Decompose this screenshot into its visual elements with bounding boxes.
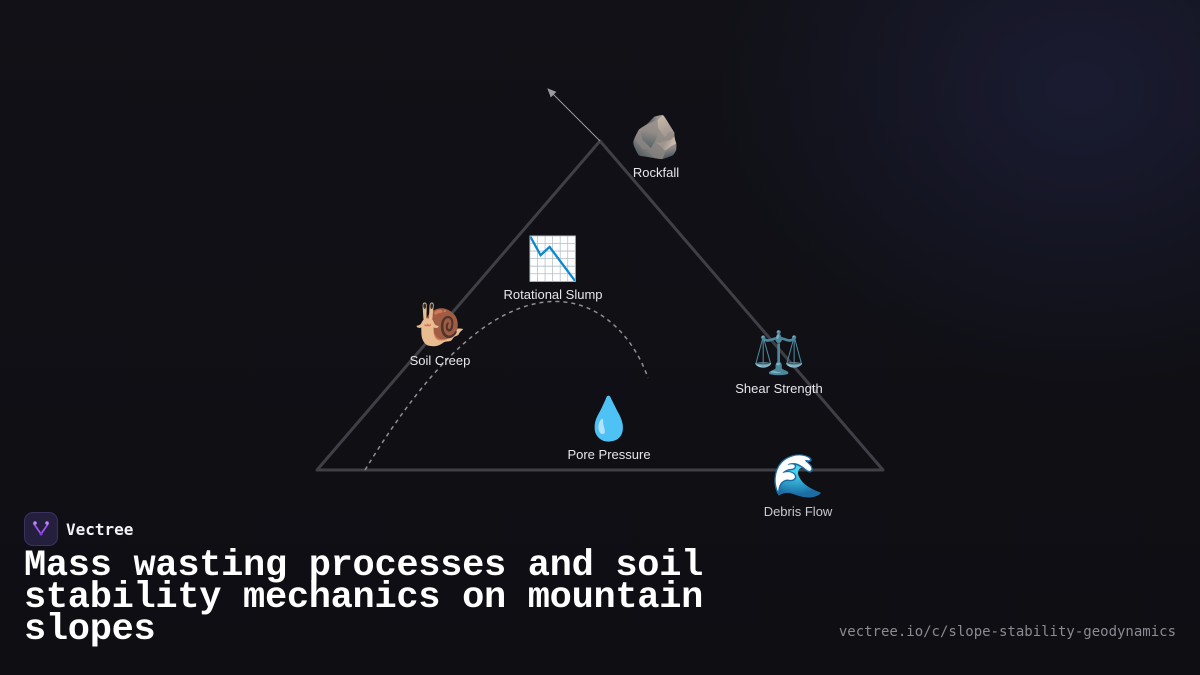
wave-icon: 🌊: [771, 452, 825, 499]
source-url[interactable]: vectree.io/c/slope-stability-geodynamics: [838, 624, 1176, 640]
node-label: Pore Pressure: [567, 447, 651, 462]
brand-name: Vectree: [66, 519, 134, 539]
node-label: Debris Flow: [763, 504, 833, 519]
chart-decreasing-icon: 📉: [526, 235, 580, 282]
node-label: Rockfall: [632, 165, 680, 180]
node-debris-flow: 🌊 Debris Flow: [718, 452, 878, 519]
balance-scale-icon: ⚖️: [752, 329, 806, 376]
node-shear-strength: ⚖️ Shear Strength: [699, 329, 859, 396]
node-rotational-slump: 📉 Rotational Slump: [473, 235, 633, 302]
droplet-icon: 💧: [582, 395, 636, 442]
trajectory-arrow: [547, 88, 601, 142]
node-label: Shear Strength: [735, 381, 823, 396]
brand[interactable]: Vectree: [24, 512, 133, 546]
node-soil-creep: 🐌 Soil Creep: [360, 301, 520, 368]
vectree-logo-icon: [24, 512, 58, 546]
slope-triangle: [315, 139, 885, 472]
node-label: Rotational Slump: [503, 287, 603, 302]
node-pore-pressure: 💧 Pore Pressure: [529, 395, 689, 462]
node-rockfall: 🪨 Rockfall: [576, 113, 736, 180]
node-label: Soil Creep: [409, 353, 471, 368]
slip-surface-arc: [364, 300, 649, 471]
page-title: Mass wasting processes and soil stabilit…: [24, 545, 704, 651]
snail-icon: 🐌: [413, 301, 467, 348]
rock-icon: 🪨: [629, 113, 683, 160]
